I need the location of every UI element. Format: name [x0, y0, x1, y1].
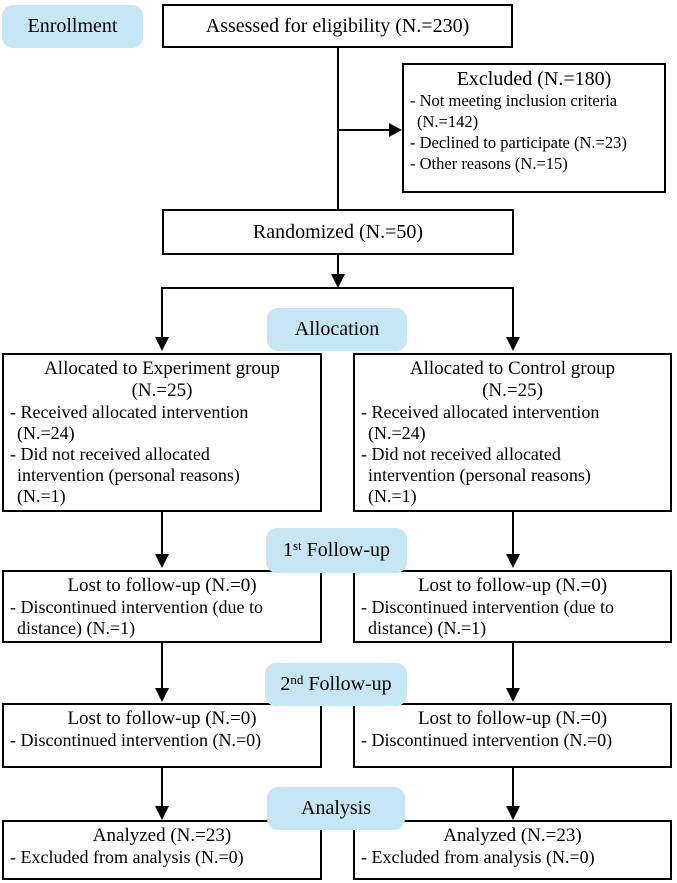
box-subtitle: (N.=25) — [131, 380, 193, 401]
ordinal-superscript: nd — [290, 672, 304, 687]
split-line — [161, 287, 514, 289]
box-line: - Discontinued intervention (due to — [361, 597, 614, 617]
arrowhead-fu2-left — [155, 688, 169, 702]
connector-split-to-control — [512, 289, 514, 337]
box-line: - Did not received allocated — [10, 444, 210, 464]
box-title: Lost to follow-up (N.=0) — [417, 708, 608, 729]
box-title: Excluded (N.=180) — [456, 68, 612, 90]
box-subtitle: (N.=25) — [482, 380, 543, 401]
box-fu1-lost-control: Lost to follow-up (N.=0) - Discontinued … — [353, 570, 672, 643]
stage-badge-label: Allocation — [294, 318, 380, 340]
arrowhead-control — [506, 337, 520, 351]
stage-badge-first-followup: 1st Follow-up — [266, 528, 407, 573]
connector-control-to-fu1 — [512, 512, 514, 554]
box-line: - Received allocated intervention — [10, 402, 249, 422]
arrowhead-excluded — [389, 123, 402, 137]
ordinal-superscript: st — [292, 538, 302, 553]
box-line: - Declined to participate (N.=23) — [410, 133, 627, 152]
box-fu1-lost-experiment: Lost to follow-up (N.=0) - Discontinued … — [2, 570, 322, 643]
box-randomized: Randomized (N.=50) — [162, 209, 514, 255]
box-analyzed-control: Analyzed (N.=23) - Excluded from analysi… — [353, 820, 672, 880]
connector-split-to-experiment — [161, 289, 163, 337]
connector-experiment-to-fu1 — [161, 512, 163, 554]
arrowhead-fu1-left — [155, 554, 169, 568]
box-title: Allocated to Experiment group — [44, 358, 280, 379]
box-title: Assessed for eligibility (N.=230) — [205, 15, 470, 37]
box-allocated-experiment: Allocated to Experiment group (N.=25) - … — [2, 353, 322, 512]
box-line: - Excluded from analysis (N.=0) — [10, 847, 244, 867]
box-line: (N.=1) — [368, 486, 417, 506]
box-title: Lost to follow-up (N.=0) — [67, 708, 257, 729]
connector-fu1-to-fu2-right — [512, 643, 514, 688]
arrowhead-analysis-left — [155, 806, 169, 820]
box-title: Lost to follow-up (N.=0) — [417, 575, 608, 596]
box-line: - Other reasons (N.=15) — [410, 154, 568, 173]
box-line: (N.=1) — [17, 486, 66, 506]
box-line: - Did not received allocated — [361, 444, 561, 464]
box-line: - Discontinued intervention (due to — [10, 597, 263, 617]
stage-badge-second-followup: 2nd Follow-up — [265, 663, 407, 706]
box-title: Randomized (N.=50) — [252, 221, 424, 243]
connector-to-excluded — [339, 129, 390, 131]
connector-fu2-to-analysis-right — [512, 768, 514, 806]
box-assessed-eligibility: Assessed for eligibility (N.=230) — [162, 4, 513, 48]
box-allocated-control: Allocated to Control group (N.=25) - Rec… — [353, 353, 672, 512]
stage-badge-enrollment: Enrollment — [2, 5, 143, 48]
connector-assessed-to-randomized — [337, 48, 339, 209]
box-line: - Excluded from analysis (N.=0) — [361, 847, 595, 867]
box-line: - Discontinued intervention (N.=0) — [10, 730, 262, 750]
arrowhead-fu1-right — [506, 554, 520, 568]
box-line: intervention (personal reasons) — [368, 465, 591, 485]
box-line: (N.=24) — [17, 423, 75, 443]
box-line: - Received allocated intervention — [361, 402, 600, 422]
box-line: distance) (N.=1) — [368, 618, 487, 638]
stage-badge-label: Analysis — [301, 797, 371, 819]
box-line: (N.=24) — [368, 423, 426, 443]
arrowhead-split — [331, 274, 345, 288]
connector-fu1-to-fu2-left — [161, 643, 163, 688]
arrowhead-fu2-right — [506, 688, 520, 702]
box-fu2-lost-experiment: Lost to follow-up (N.=0) - Discontinued … — [2, 703, 322, 768]
box-line: distance) (N.=1) — [17, 618, 136, 638]
stage-badge-allocation: Allocation — [267, 308, 407, 351]
stage-badge-label: Enrollment — [27, 15, 118, 37]
connector-fu2-to-analysis-left — [161, 768, 163, 806]
connector-randomized-to-split — [337, 255, 339, 276]
stage-badge-label: 1st Follow-up — [282, 538, 390, 561]
stage-badge-analysis: Analysis — [267, 787, 405, 830]
box-title: Lost to follow-up (N.=0) — [67, 575, 257, 596]
box-fu2-lost-control: Lost to follow-up (N.=0) - Discontinued … — [353, 703, 672, 768]
box-line: intervention (personal reasons) — [17, 465, 240, 485]
arrowhead-analysis-right — [506, 806, 520, 820]
box-excluded: Excluded (N.=180) - Not meeting inclusio… — [402, 63, 666, 193]
stage-badge-label: 2nd Follow-up — [280, 672, 392, 695]
box-line: - Discontinued intervention (N.=0) — [361, 730, 613, 750]
box-title: Allocated to Control group — [409, 358, 616, 379]
arrowhead-experiment — [155, 337, 169, 351]
box-title: Analyzed (N.=23) — [443, 825, 582, 846]
box-title: Analyzed (N.=23) — [92, 825, 232, 846]
box-analyzed-experiment: Analyzed (N.=23) - Excluded from analysi… — [2, 820, 322, 880]
box-line: (N.=142) — [417, 112, 479, 131]
box-line: - Not meeting inclusion criteria — [410, 91, 618, 110]
